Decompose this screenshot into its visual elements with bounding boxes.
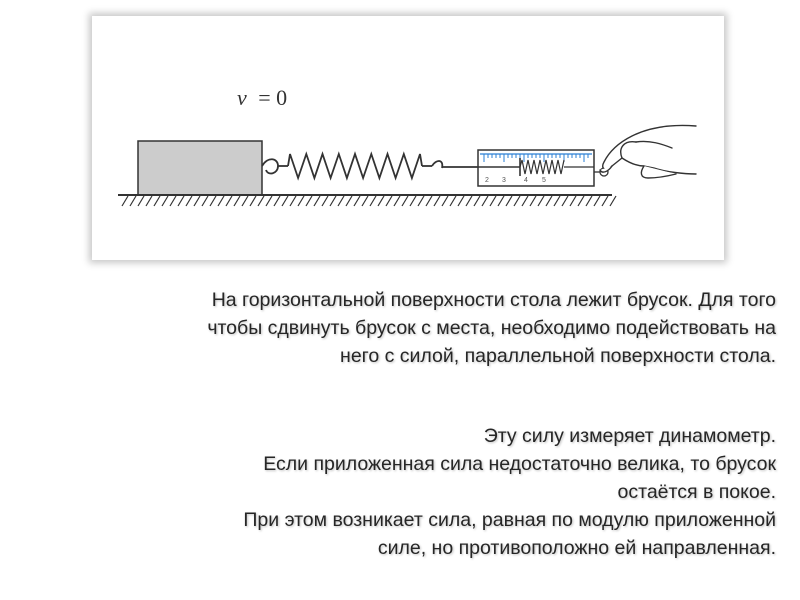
spring: [261, 151, 478, 181]
paragraph-1-line-2: чтобы сдвинуть брусок с места, необходим…: [207, 317, 776, 339]
paragraph-2: Эту силу измеряет динамометр. Если прило…: [16, 422, 776, 562]
paragraph-2-line-5: силе, но противоположно ей направленная.: [377, 537, 776, 559]
scale-label-4: 4: [524, 177, 528, 184]
paragraph-2-line-1: Эту силу измеряет динамометр.: [483, 425, 776, 447]
paragraph-2-line-3: остаётся в покое.: [617, 481, 776, 503]
paragraph-2-line-2: Если приложенная сила недостаточно велик…: [263, 453, 776, 475]
velocity-value: = 0: [258, 85, 287, 110]
table-surface: [118, 194, 617, 207]
scale-label-3: 3: [502, 177, 506, 184]
velocity-symbol: v: [237, 85, 247, 110]
scale-label-5: 5: [542, 177, 546, 184]
hand-icon: [599, 124, 697, 179]
paragraph-2-line-4: При этом возникает сила, равная по модул…: [243, 509, 776, 531]
scale-label-2: 2: [485, 177, 489, 184]
paragraph-1: На горизонтальной поверхности стола лежи…: [16, 286, 776, 370]
paragraph-1-line-1: На горизонтальной поверхности стола лежи…: [211, 289, 776, 311]
block: [137, 140, 263, 196]
dynamometer: 2 3 4 5: [477, 149, 609, 187]
physics-diagram: v = 0 2 3 4: [118, 85, 697, 207]
paragraph-1-line-3: него с силой, параллельной поверхности с…: [340, 345, 776, 367]
figure-card: v = 0 2 3 4: [92, 16, 724, 260]
velocity-label: v = 0: [237, 85, 287, 110]
